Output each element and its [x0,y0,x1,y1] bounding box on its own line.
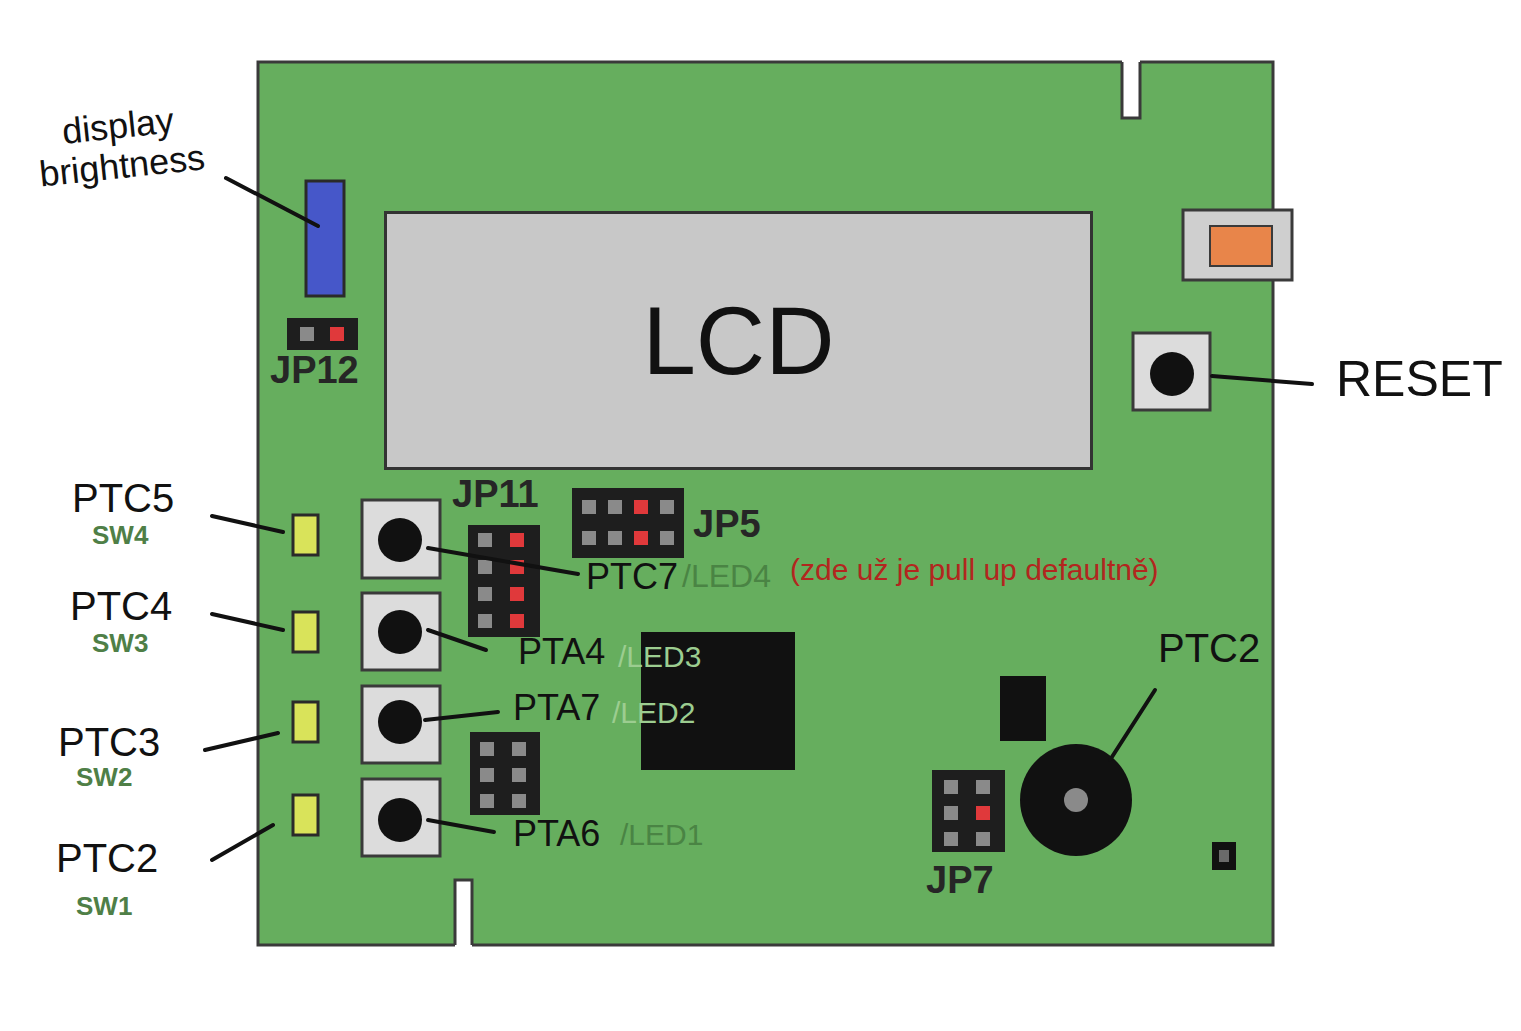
header-pin [660,531,674,545]
pin-header [468,525,540,637]
leader-line [428,548,578,574]
header-pin [512,742,526,756]
leader-line [226,178,318,226]
potentiometer [306,181,344,296]
header-pin [510,614,524,628]
jumper-name: JP7 [926,860,994,902]
pin-name: PTC2 [56,836,158,880]
connector-insert [1210,226,1272,266]
pin-name: PTA4 [518,632,605,672]
led [293,612,318,652]
header-pin [480,794,494,808]
pin-name: PTA6 [513,814,600,854]
led-name: /LED1 [620,818,703,851]
component-note: display brightness [16,96,223,196]
header-pin [582,500,596,514]
led-name: /LED3 [618,640,701,673]
pcb-board [258,62,1273,945]
led [293,702,318,742]
header-pin [608,531,622,545]
component-name: RESET [1336,352,1503,407]
pin-name: PTC3 [58,720,160,764]
pin-name: PTC2 [1158,626,1260,670]
led [293,795,318,835]
board-notch [455,880,472,950]
header-pin [944,806,958,820]
smd-component [1212,842,1236,870]
pin-name: PTC5 [72,476,174,520]
pin-name: PTC4 [70,584,172,628]
button-cap [1150,352,1194,396]
jumper-name: JP12 [270,350,359,392]
switch-name: SW2 [76,763,132,792]
header-pin [330,327,344,341]
header-pin [510,587,524,601]
jumper-name: JP11 [452,474,539,516]
button-cap [378,610,422,654]
led [293,515,318,555]
leader-line [428,630,486,650]
leader-line [1212,376,1312,384]
pin-name: PTA7 [513,688,600,728]
header-pin [634,531,648,545]
button-cap [378,700,422,744]
button-cap [378,518,422,562]
board-notch [1122,56,1140,118]
header-pin [480,768,494,782]
header-pin [510,533,524,547]
header-pin [944,780,958,794]
header-pin [634,500,648,514]
push-button [362,500,440,578]
header-pin [660,500,674,514]
header-pin [512,768,526,782]
leader-line [425,712,498,720]
leader-line [212,516,283,532]
header-pin [976,832,990,846]
header-pin [300,327,314,341]
led-name: /LED4 [682,559,771,594]
smd-pad [1219,850,1229,862]
header-pin [944,832,958,846]
smd-component [1000,676,1046,741]
switch-name: SW1 [76,892,132,921]
header-pin [608,500,622,514]
leader-line [1110,690,1155,760]
header-pin [582,531,596,545]
push-button [362,779,440,856]
lcd-display: LCD [384,211,1093,470]
jumper-name: JP5 [693,504,761,546]
pin-header [932,770,1005,852]
switch-name: SW3 [92,629,148,658]
buzzer-hole [1064,788,1088,812]
header-pin [480,742,494,756]
switch-name: SW4 [92,521,148,550]
header-pin [976,806,990,820]
header-pin [478,614,492,628]
pin-header [287,318,358,350]
notch-outline [455,880,472,945]
button-cap [378,798,422,842]
component-name: LCD [642,293,834,389]
pin-header [572,488,684,558]
header-pin [478,587,492,601]
connector-housing [1183,210,1292,280]
leader-line [212,825,273,860]
leader-line [428,820,494,832]
led-name: /LED2 [612,696,695,729]
header-pin [478,560,492,574]
header-pin [478,533,492,547]
notch-outline [1122,62,1140,118]
reset-button [1133,333,1210,410]
pin-name: PTC7 [586,557,678,597]
header-pin [976,780,990,794]
pin-header [470,732,540,815]
leader-line [205,733,278,750]
buzzer [1020,744,1132,856]
header-pin [512,794,526,808]
note: (zde už je pull up defaultně) [790,553,1159,586]
leader-line [212,614,283,630]
push-button [362,686,440,763]
